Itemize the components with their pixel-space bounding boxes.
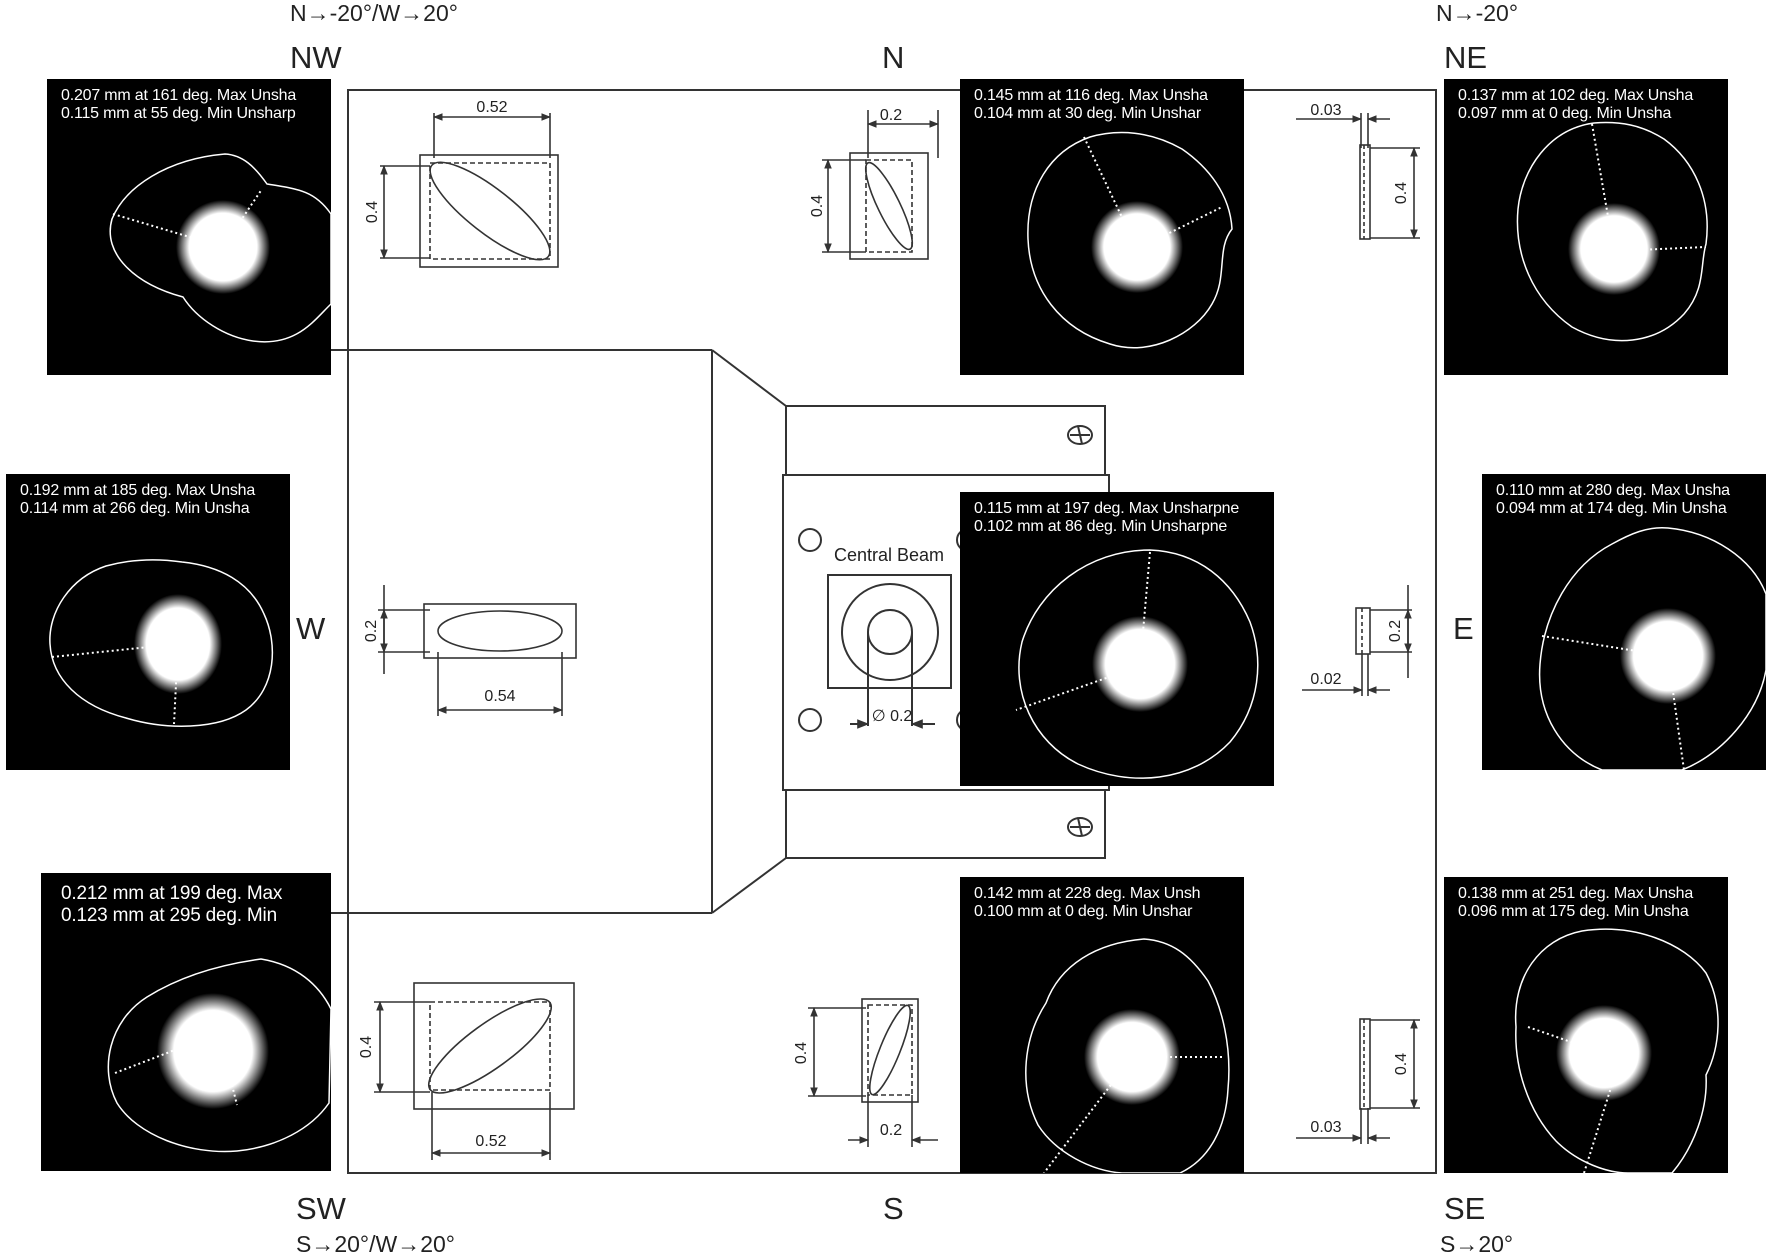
psf-sw-max-text: 0.212 mm at 199 deg. Max [61, 883, 283, 904]
direction-e-label: E [1453, 611, 1474, 646]
psf-image-se: 0.138 mm at 251 deg. Max Unsha 0.096 mm … [1444, 877, 1728, 1173]
n-width-dimension: 0.2 [880, 107, 902, 124]
psf-central-max-text: 0.115 mm at 197 deg. Max Unsharpne [974, 500, 1240, 517]
direction-se-label: SE [1444, 1191, 1486, 1226]
central-beam-label: Central Beam [834, 545, 944, 565]
psf-n-min-text: 0.104 mm at 30 deg. Min Unshar [974, 105, 1202, 122]
psf-w-max-text: 0.192 mm at 185 deg. Max Unsha [20, 482, 256, 499]
direction-n-label: N [882, 40, 905, 75]
bottom-left-angle-label: S→20°/W→20° [296, 1231, 456, 1257]
e-width-dimension: 0.02 [1310, 671, 1341, 688]
w-height-dimension: 0.2 [363, 620, 380, 642]
psf-image-w: 0.192 mm at 185 deg. Max Unsha 0.114 mm … [6, 474, 290, 770]
direction-nw-label: NW [290, 40, 342, 75]
central-beam-diameter: ∅ 0.2 [872, 708, 913, 725]
direction-sw-label: SW [296, 1191, 346, 1226]
psf-sw-min-text: 0.123 mm at 295 deg. Min [61, 905, 277, 926]
direction-s-label: S [883, 1191, 904, 1226]
psf-se-min-text: 0.096 mm at 175 deg. Min Unsha [1458, 903, 1689, 920]
psf-nw-min-text: 0.115 mm at 55 deg. Min Unsharp [61, 105, 296, 122]
bottom-right-angle-label: S→20° [1440, 1231, 1514, 1257]
w-width-dimension: 0.54 [484, 688, 515, 705]
psf-image-n: 0.145 mm at 116 deg. Max Unsha 0.104 mm … [960, 79, 1244, 375]
psf-image-ne: 0.137 mm at 102 deg. Max Unsha 0.097 mm … [1444, 79, 1728, 375]
top-left-angle-label: N→-20°/W→20° [290, 0, 458, 26]
top-right-angle-label: N→-20° [1436, 0, 1519, 26]
ne-width-dimension: 0.03 [1310, 102, 1341, 119]
se-height-dimension: 0.4 [1393, 1053, 1410, 1075]
sw-width-dimension: 0.52 [475, 1133, 506, 1150]
e-height-dimension: 0.2 [1387, 620, 1404, 642]
nw-width-dimension: 0.52 [476, 99, 507, 116]
s-height-dimension: 0.4 [793, 1042, 810, 1064]
psf-image-nw: 0.207 mm at 161 deg. Max Unsha 0.115 mm … [47, 79, 331, 375]
psf-e-max-text: 0.110 mm at 280 deg. Max Unsha [1496, 482, 1730, 499]
psf-image-e: 0.110 mm at 280 deg. Max Unsha 0.094 mm … [1482, 474, 1766, 770]
psf-image-sw: 0.212 mm at 199 deg. Max 0.123 mm at 295… [41, 873, 331, 1171]
psf-ne-max-text: 0.137 mm at 102 deg. Max Unsha [1458, 87, 1694, 104]
se-width-dimension: 0.03 [1310, 1119, 1341, 1136]
psf-nw-max-text: 0.207 mm at 161 deg. Max Unsha [61, 87, 297, 104]
psf-ne-min-text: 0.097 mm at 0 deg. Min Unsha [1458, 105, 1672, 122]
direction-w-label: W [296, 611, 326, 646]
psf-image-central: 0.115 mm at 197 deg. Max Unsharpne 0.102… [960, 492, 1274, 786]
psf-n-max-text: 0.145 mm at 116 deg. Max Unsha [974, 87, 1208, 104]
psf-se-max-text: 0.138 mm at 251 deg. Max Unsha [1458, 885, 1694, 902]
psf-w-min-text: 0.114 mm at 266 deg. Min Unsha [20, 500, 250, 517]
direction-ne-label: NE [1444, 40, 1488, 75]
psf-s-min-text: 0.100 mm at 0 deg. Min Unshar [974, 903, 1193, 920]
nw-height-dimension: 0.4 [364, 201, 381, 223]
psf-s-max-text: 0.142 mm at 228 deg. Max Unsh [974, 885, 1201, 902]
s-width-dimension: 0.2 [880, 1122, 902, 1139]
n-height-dimension: 0.4 [809, 195, 826, 217]
sw-height-dimension: 0.4 [358, 1036, 375, 1058]
psf-central-min-text: 0.102 mm at 86 deg. Min Unsharpne [974, 518, 1228, 535]
psf-image-s: 0.142 mm at 228 deg. Max Unsh 0.100 mm a… [960, 877, 1244, 1173]
psf-e-min-text: 0.094 mm at 174 deg. Min Unsha [1496, 500, 1727, 517]
ne-height-dimension: 0.4 [1393, 182, 1410, 204]
